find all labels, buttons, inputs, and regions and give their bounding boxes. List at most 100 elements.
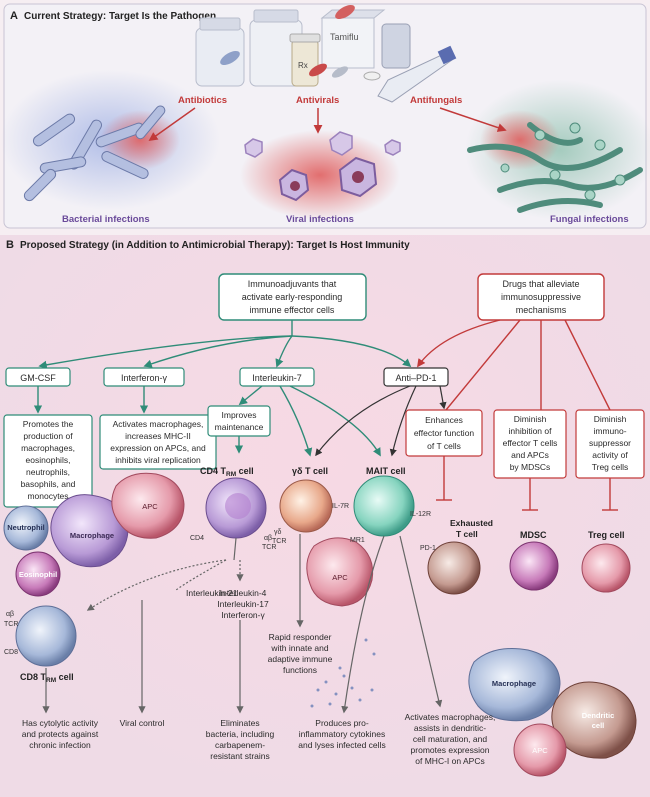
exhausted-line-2: T cell	[456, 529, 478, 539]
panel-b: B Proposed Strategy (in Addition to Anti…	[0, 235, 650, 797]
interferon-gamma-label: Interferon-γ	[121, 373, 168, 383]
gmcsf-effect-box	[3, 414, 93, 508]
neutrophil-cell	[3, 505, 49, 551]
svg-text:CD4 TRM cell: CD4 TRM cell	[200, 466, 254, 478]
dendritic-line-2: cell	[592, 721, 605, 730]
immunoadjuvants-line-2: activate early-responding	[242, 292, 343, 302]
drug-label-antibiotics: Antibiotics	[178, 95, 227, 106]
neutrophil-label: Neutrophil	[7, 523, 45, 532]
eosinophil-label: Eosinophil	[19, 570, 57, 579]
gmcsf-label: GM-CSF	[20, 373, 56, 383]
activates-line-5: of MHC-I on APCs	[415, 756, 484, 766]
produces-line-2: inflammatory cytokines	[299, 729, 385, 739]
inhibition-lines	[436, 456, 618, 511]
eliminates-line-4: resistant strains	[210, 751, 270, 761]
cd4-ab-tcr-line-1: αβ	[264, 535, 272, 542]
gd-tcr-line-1: γδ	[274, 529, 282, 536]
treg-effect-line-2: immuno-	[593, 426, 626, 436]
svg-text:CD8 TRM cell: CD8 TRM cell	[20, 672, 74, 684]
infection-label-fungal: Fungal infections	[550, 214, 629, 225]
fungi-illustration	[467, 122, 643, 213]
cd8-label-suffix: cell	[56, 672, 74, 682]
macrophage-label: Macrophage	[70, 531, 114, 540]
treg-effect-line-1: Diminish	[594, 414, 627, 424]
il21-label: Interleukin-21	[186, 588, 238, 598]
improves-line-2: maintenance	[215, 422, 264, 432]
panel-b-letter: B	[6, 239, 14, 251]
interferon-effect-box	[99, 414, 217, 470]
enhances-line-2: effector function	[414, 428, 475, 438]
exhausted-line-1: Exhausted	[450, 518, 493, 528]
interferon-effect-line-1: Activates macrophages,	[113, 419, 204, 429]
produces-line-1: Produces pro-	[315, 718, 369, 728]
treg-effect-line-4: activity of	[592, 450, 628, 460]
gamma-delta-label: γδ T cell	[292, 466, 328, 476]
gmcsf-effect-line-7: monocytes	[27, 491, 68, 501]
apc-cell-bottom	[513, 723, 567, 777]
mdsc-effect-line-1: Diminish	[514, 414, 547, 424]
interferon-effect-line-4: inhibits viral replication	[115, 455, 201, 465]
il12r-label: IL-12R	[410, 511, 431, 518]
gmcsf-effect-line-1: Promotes the	[23, 419, 74, 429]
immunosuppression-line-2: immunosuppressive	[501, 292, 581, 302]
rapid-line-3: adaptive immune	[268, 654, 333, 664]
mdsc-effect-line-3: effector T cells	[503, 438, 558, 448]
apc-label-bottom: APC	[532, 746, 548, 755]
cd8-outcome-line-2: and protects against	[22, 729, 99, 739]
anti-pd1-label: Anti–PD-1	[395, 373, 436, 383]
interferon-effect-line-2: increases MHC-II	[125, 431, 191, 441]
apc-cell-ifn	[111, 472, 185, 539]
activates-line-1: Activates macrophages,	[405, 712, 496, 722]
panel-a: A Current Strategy: Target Is the Pathog…	[0, 3, 650, 229]
activates-line-2: assists in dendritic-	[414, 723, 486, 733]
eliminates-line-1: Eliminates	[220, 718, 259, 728]
activates-line-4: promotes expression	[411, 745, 490, 755]
bacteria-red-glow	[100, 110, 180, 170]
treg-cell	[581, 543, 631, 593]
antifungals-arrow	[439, 107, 507, 132]
treg-effect-line-5: Treg cells	[592, 462, 629, 472]
macrophage-cell-bottom	[468, 648, 561, 722]
eosinophil-cell	[15, 551, 61, 597]
gmcsf-effect-line-4: eosinophils,	[26, 455, 71, 465]
cd8-ab-tcr-line-1: αβ	[6, 611, 14, 618]
enhances-line-3: of T cells	[427, 441, 461, 451]
drug-bottles-illustration: Rx Tamiflu	[195, 5, 457, 103]
cd8-trm-cell	[15, 605, 77, 667]
pd1-label: PD-1	[420, 545, 436, 552]
cd8-receptor-label: CD8	[4, 649, 18, 656]
mdsc-effect-line-2: inhibition of	[508, 426, 552, 436]
cd8-label-main: CD8 T	[20, 672, 47, 682]
immunoadjuvant-branches	[38, 320, 412, 369]
rapid-line-2: with innate and	[270, 643, 328, 653]
mdsc-effect-line-4: and APCs	[511, 450, 549, 460]
interleukin-7-pill	[239, 367, 315, 387]
cd8-label-sub: RM	[46, 677, 56, 684]
rapid-line-4: functions	[283, 665, 317, 675]
gamma-delta-t-cell	[279, 479, 333, 533]
enhances-line-1: Enhances	[425, 415, 463, 425]
virus-illustration	[244, 131, 401, 202]
apc-label-ifn: APC	[142, 502, 158, 511]
cd4-receptor-label: CD4	[190, 535, 204, 542]
infection-label-viral: Viral infections	[286, 214, 354, 225]
exhausted-t-cell	[427, 541, 481, 595]
mdsc-cell	[509, 541, 559, 591]
virus-glow	[240, 130, 400, 220]
gmcsf-effect-line-5: neutrophils,	[26, 467, 70, 477]
il-mix-line-2: Interleukin-17	[217, 599, 269, 609]
cell-illustrations: Macrophage Neutrophil Eosinophil APC CD4…	[3, 466, 637, 777]
treg-label: Treg cell	[588, 530, 625, 540]
il-mix-line-1: Interleukin-4	[220, 588, 267, 598]
interferon-effect-line-3: expression on APCs, and	[110, 443, 206, 453]
cd4-trm-label: CD4 TRM cell	[200, 466, 254, 478]
rx-label: Rx	[298, 61, 308, 70]
anti-pd1-connectors	[315, 385, 447, 457]
panel-a-title: Current Strategy: Target Is the Pathogen	[24, 11, 216, 22]
immunosuppression-line-3: mechanisms	[516, 305, 567, 315]
gmcsf-effect-line-2: production of	[23, 431, 73, 441]
macrophage-cell	[50, 494, 129, 568]
rapid-line-1: Rapid responder	[269, 632, 332, 642]
